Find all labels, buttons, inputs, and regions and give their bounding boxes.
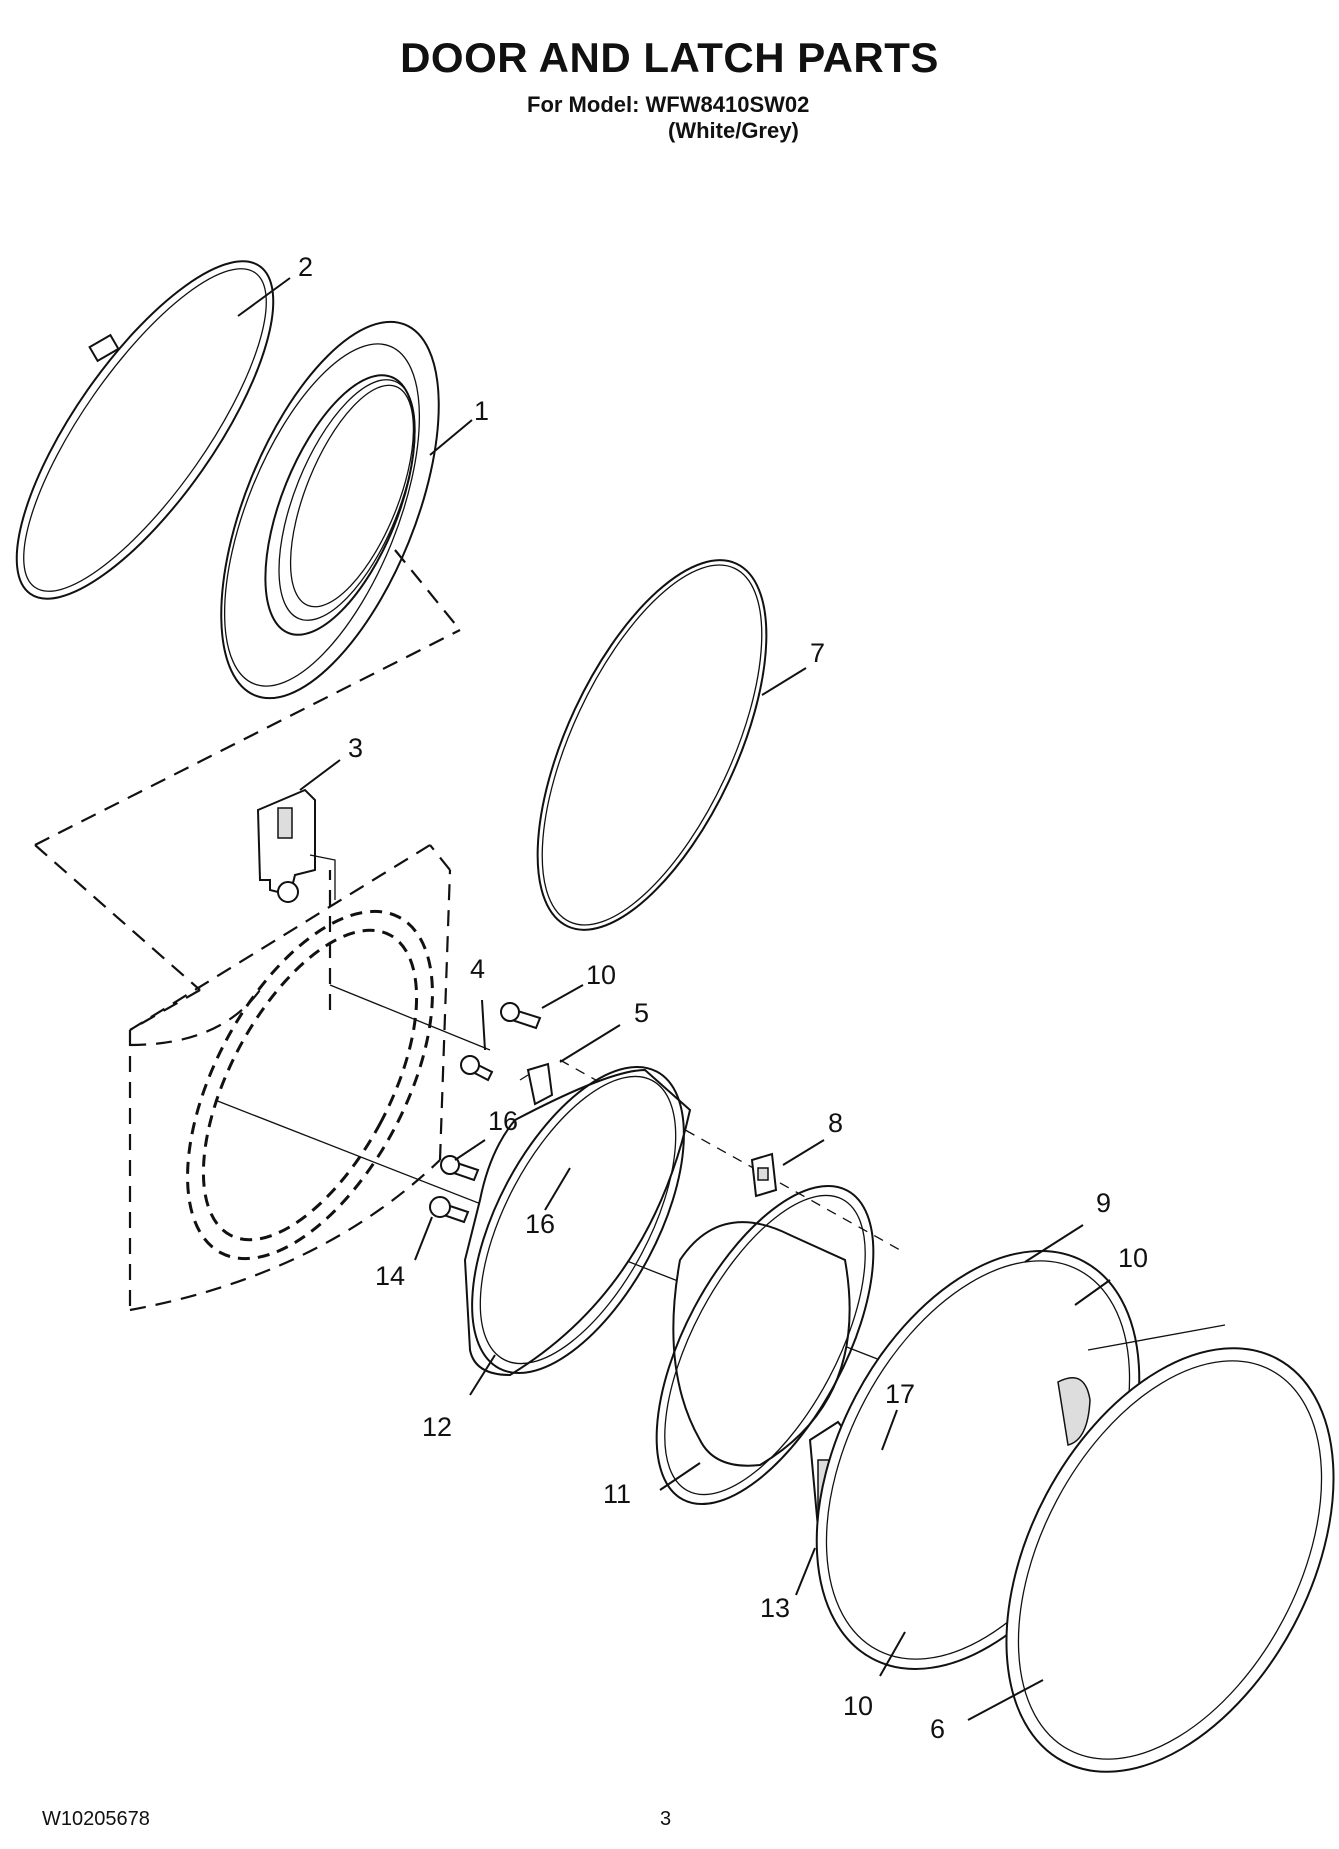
callout-15: 14 (375, 1261, 405, 1291)
callout-5: 5 (634, 998, 649, 1028)
part-2-clamp (15, 260, 275, 600)
callout-8: 8 (828, 1108, 843, 1138)
part-10-screw-upper (500, 1002, 542, 1030)
part-5-bracket (519, 1062, 554, 1106)
model-color: (White/Grey) (668, 118, 799, 143)
page-title: DOOR AND LATCH PARTS (400, 34, 939, 81)
callout-6: 6 (930, 1714, 945, 1744)
callout-10-upper: 10 (586, 960, 616, 990)
callout-labels: 2 1 3 4 10 5 7 16 16 8 9 10 14 12 11 17 … (298, 252, 1148, 1744)
callout-12: 11 (603, 1479, 631, 1509)
part-4-screw (460, 1055, 494, 1082)
part-8-strike (750, 1152, 778, 1198)
part-3-switch (256, 788, 336, 903)
part-7-seal (536, 559, 768, 931)
callout-7: 7 (810, 638, 825, 668)
callout-3: 3 (348, 733, 363, 763)
callout-4: 4 (470, 954, 485, 984)
callout-1: 1 (474, 396, 489, 426)
leader-lines (237, 277, 1111, 1721)
front-panel-outline (34, 549, 901, 1361)
part-15-screw (429, 1196, 470, 1224)
part-6-trim (1005, 1324, 1335, 1773)
callout-11: 10 (843, 1691, 873, 1721)
callout-16-center: 16 (525, 1209, 555, 1239)
callout-17: 17 (885, 1379, 915, 1409)
callout-14: 13 (760, 1593, 790, 1623)
page-number: 3 (660, 1808, 672, 1830)
callout-2: 2 (298, 252, 313, 282)
callout-16-left: 16 (488, 1106, 518, 1136)
part-1-bellows (220, 320, 440, 700)
callout-13: 12 (422, 1412, 452, 1442)
callout-10-lower: 10 (1118, 1243, 1148, 1273)
part-13-inner-frame (463, 1065, 692, 1377)
model-number: For Model: WFW8410SW02 (527, 92, 810, 117)
part-16-screw-left (440, 1155, 480, 1182)
part-12-glass-bowl (655, 1184, 875, 1506)
callout-9: 9 (1096, 1188, 1111, 1218)
document-number: W10205678 (42, 1808, 150, 1830)
